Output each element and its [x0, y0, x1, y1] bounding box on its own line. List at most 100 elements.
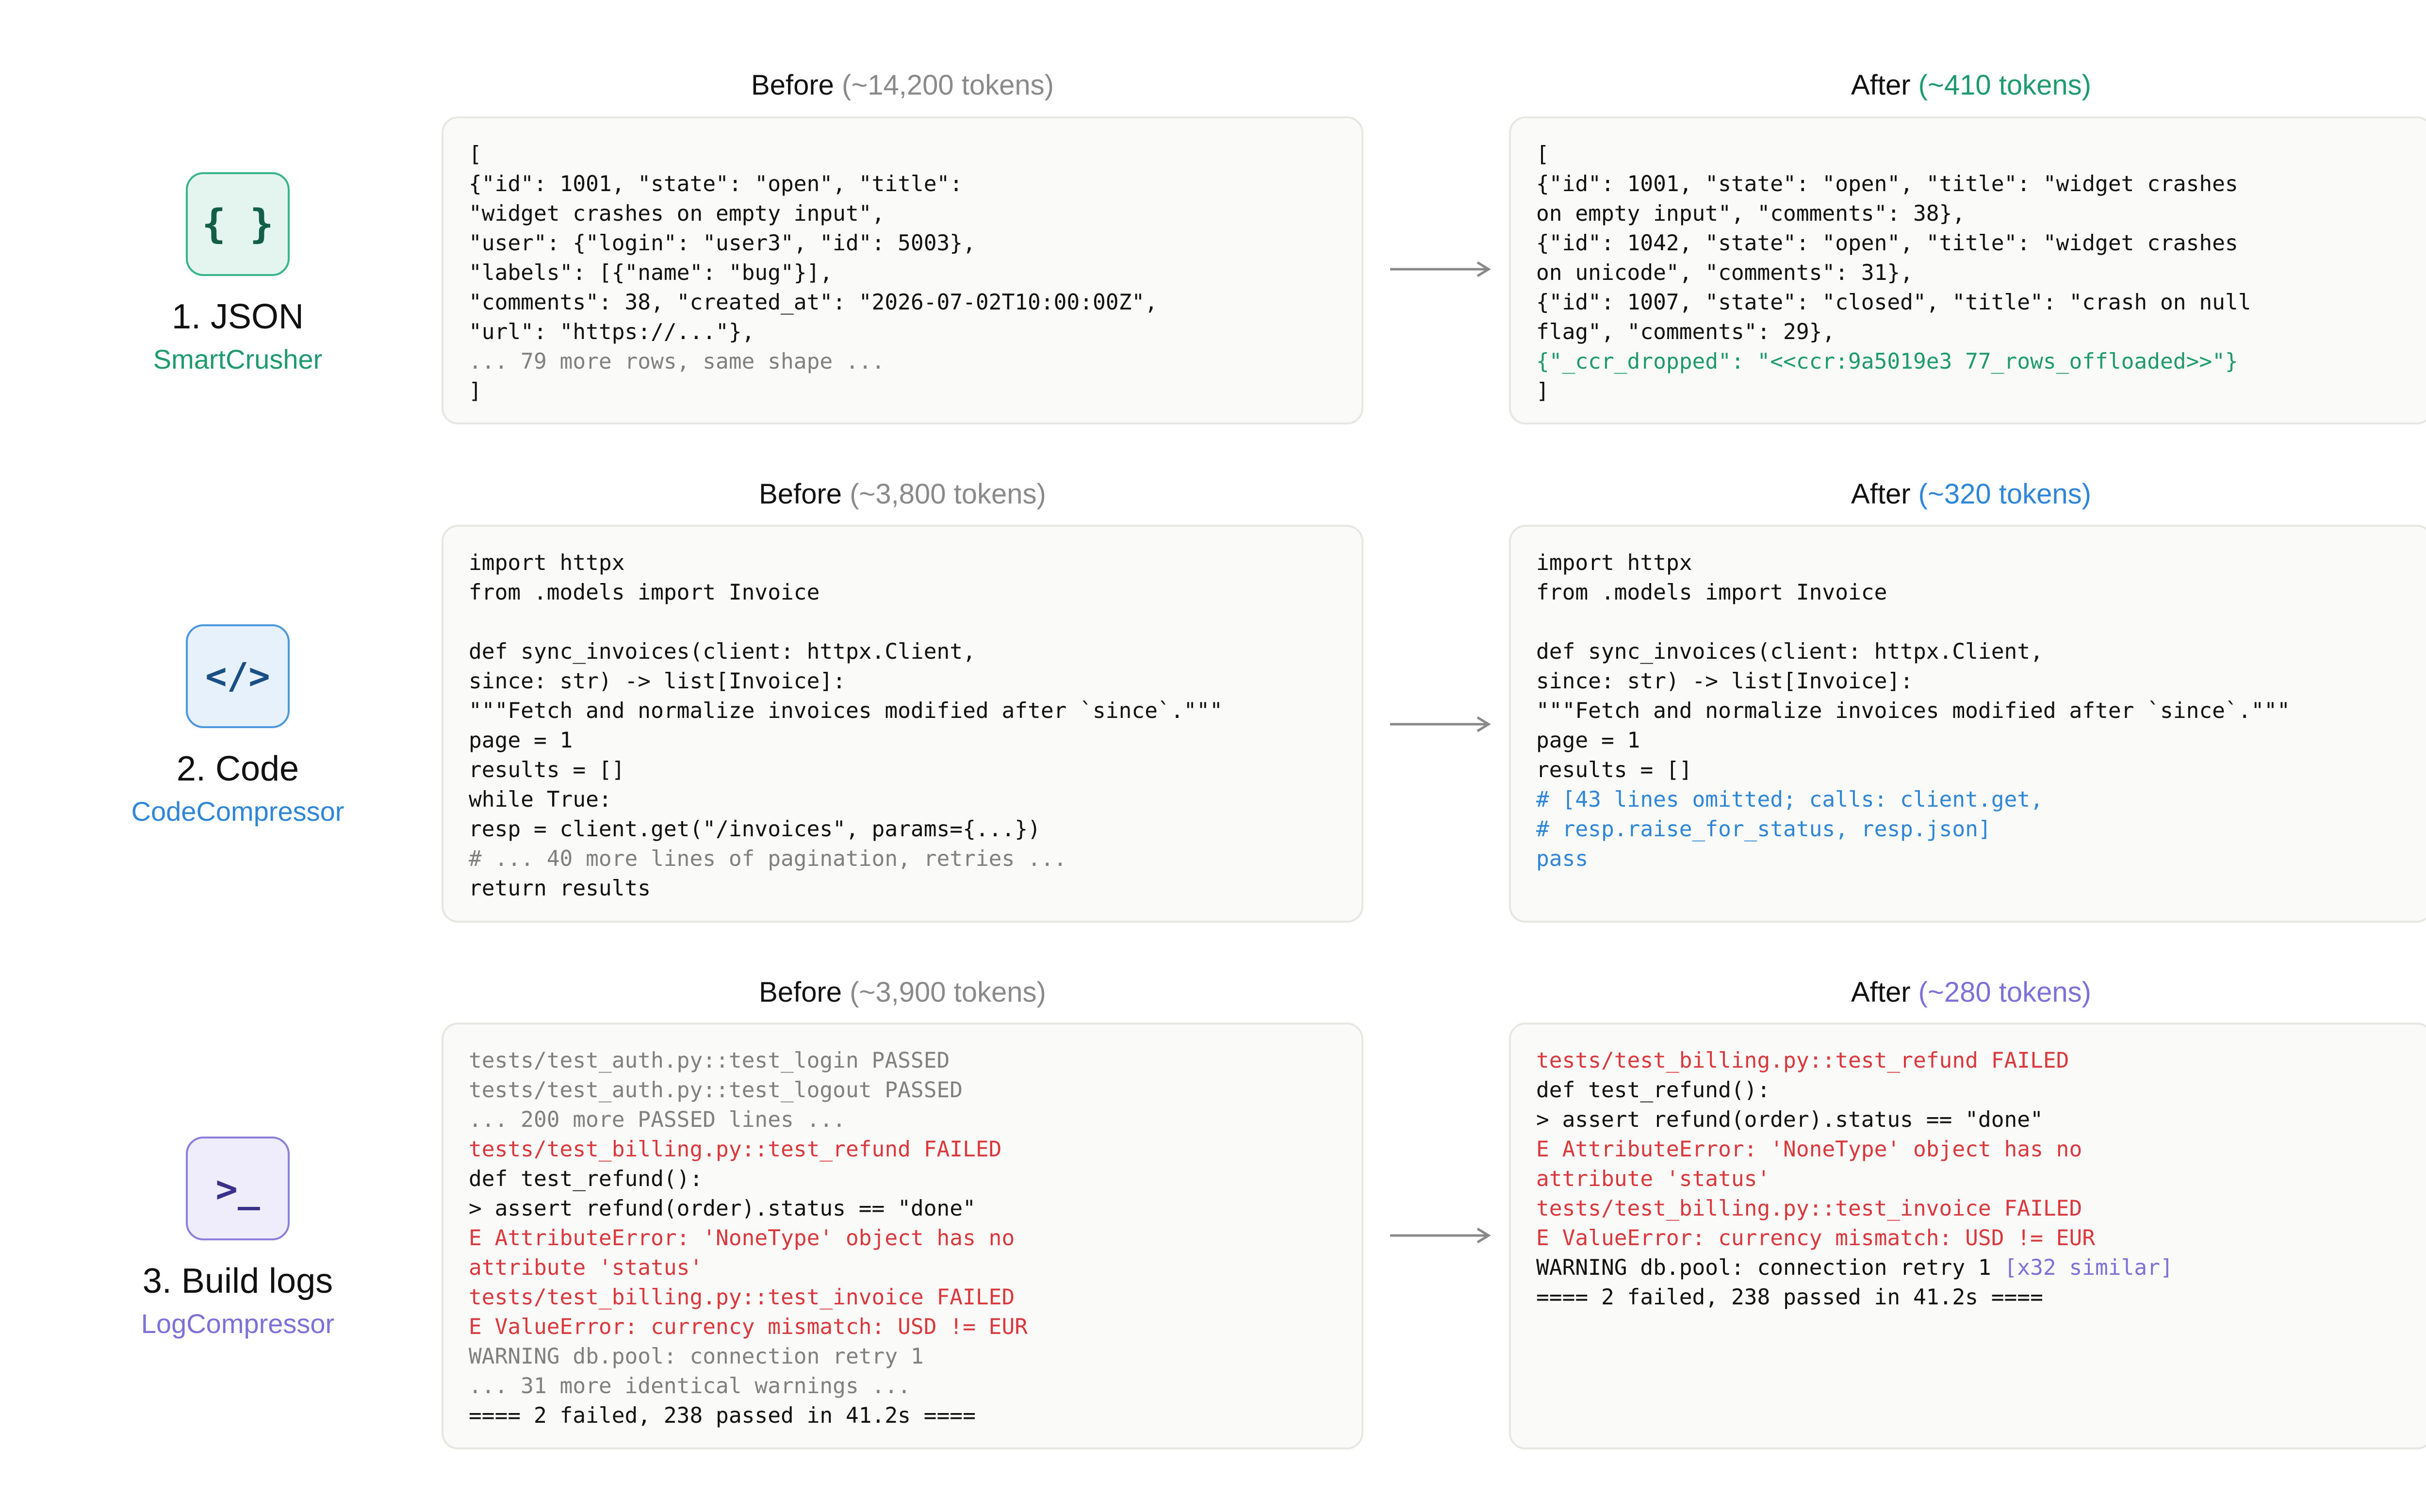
after-code-box: tests/test_billing.py::test_refund FAILE… — [1509, 1023, 2426, 1449]
code-line-text: "widget crashes on empty input", — [469, 201, 885, 226]
code-line-text: {"_ccr_dropped": "<<ccr:9a5019e3 77_rows… — [1536, 349, 2238, 374]
code-line: def test_refund(): — [1536, 1075, 2406, 1105]
code-line: tests/test_billing.py::test_refund FAILE… — [1536, 1046, 2406, 1075]
code-line-text: page = 1 — [1536, 728, 1640, 753]
code-line — [1536, 607, 2406, 637]
code-line-text: on unicode", "comments": 31}, — [1536, 260, 1913, 285]
after-token-count: (~410 tokens) — [1918, 69, 2091, 101]
code-line-text: flag", "comments": 29}, — [1536, 320, 1836, 344]
after-header: After (~320 tokens) — [1509, 480, 2426, 508]
code-line-text: E ValueError: currency mismatch: USD != … — [469, 1315, 1028, 1339]
code-line: def sync_invoices(client: httpx.Client, — [1536, 637, 2406, 667]
step-label-json: { } 1. JSON SmartCrusher — [112, 172, 364, 373]
code-line-text: ... 200 more PASSED lines ... — [469, 1107, 846, 1132]
code-line-text: def sync_invoices(client: httpx.Client, — [469, 639, 976, 664]
code-line-text: # ... 40 more lines of pagination, retri… — [469, 846, 1067, 871]
code-line: ==== 2 failed, 238 passed in 41.2s ==== — [1536, 1283, 2406, 1312]
step-title: 2. Code — [176, 749, 299, 788]
code-line-text: since: str) -> list[Invoice]: — [1536, 669, 1913, 694]
code-line: E AttributeError: 'NoneType' object has … — [469, 1223, 1336, 1253]
step-subtitle: CodeCompressor — [131, 796, 344, 827]
code-line-text: "comments": 38, "created_at": "2026-07-0… — [469, 290, 1158, 315]
before-code-box: [{"id": 1001, "state": "open", "title":"… — [442, 116, 1363, 424]
terminal-prompt-icon: >_ — [186, 1137, 290, 1240]
code-line-text: from .models import Invoice — [469, 580, 820, 605]
code-line: WARNING db.pool: connection retry 1 — [469, 1342, 1336, 1371]
before-label: Before — [751, 69, 834, 101]
code-line: # ... 40 more lines of pagination, retri… — [469, 844, 1336, 874]
code-line: def test_refund(): — [469, 1164, 1336, 1194]
code-line-text: resp = client.get("/invoices", params={.… — [469, 817, 1041, 842]
code-line-text: tests/test_billing.py::test_refund FAILE… — [1536, 1048, 2069, 1073]
code-line-text: on empty input", "comments": 38}, — [1536, 201, 1966, 226]
code-line-text: attribute 'status' — [469, 1255, 703, 1280]
code-line: "url": "https://..."}, — [469, 317, 1336, 347]
code-line: page = 1 — [1536, 726, 2406, 755]
code-line-text: results = [] — [469, 758, 625, 782]
code-line: while True: — [469, 785, 1336, 814]
code-line: attribute 'status' — [1536, 1164, 2406, 1194]
code-line-text: import httpx — [1536, 551, 1692, 575]
code-line: tests/test_billing.py::test_invoice FAIL… — [469, 1283, 1336, 1312]
code-line-text: "url": "https://..."}, — [469, 320, 755, 344]
step-title: 1. JSON — [171, 297, 304, 336]
code-line-text: tests/test_billing.py::test_invoice FAIL… — [469, 1285, 1015, 1310]
code-line-text: tests/test_billing.py::test_refund FAILE… — [469, 1137, 1002, 1162]
arrow-right-icon — [1390, 261, 1491, 277]
code-line: """Fetch and normalize invoices modified… — [469, 696, 1336, 726]
code-line-text: > assert refund(order).status == "done" — [469, 1196, 976, 1221]
code-line-text: "user": {"login": "user3", "id": 5003}, — [469, 231, 976, 256]
code-line: ... 79 more rows, same shape ... — [469, 347, 1336, 376]
code-line: attribute 'status' — [469, 1253, 1336, 1283]
code-line: on empty input", "comments": 38}, — [1536, 199, 2406, 228]
code-line-text: E AttributeError: 'NoneType' object has … — [469, 1226, 1015, 1251]
code-line: import httpx — [1536, 548, 2406, 578]
before-token-count: (~3,900 tokens) — [850, 976, 1046, 1008]
code-line: "widget crashes on empty input", — [469, 199, 1336, 228]
after-code-box: import httpx from .models import Invoice d… — [1509, 525, 2426, 923]
code-line: "comments": 38, "created_at": "2026-07-0… — [469, 288, 1336, 317]
after-code-box: [{"id": 1001, "state": "open", "title": … — [1509, 116, 2426, 424]
code-line: def sync_invoices(client: httpx.Client, — [469, 637, 1336, 667]
code-line: WARNING db.pool: connection retry 1 [x32… — [1536, 1253, 2406, 1283]
code-line: > assert refund(order).status == "done" — [1536, 1105, 2406, 1135]
code-line: on unicode", "comments": 31}, — [1536, 258, 2406, 288]
step-subtitle: SmartCrusher — [153, 344, 323, 374]
code-line: from .models import Invoice — [1536, 578, 2406, 607]
code-line: # [43 lines omitted; calls: client.get, — [1536, 785, 2406, 814]
code-line: {"id": 1001, "state": "open", "title": — [469, 169, 1336, 199]
after-label: After — [1851, 976, 1911, 1008]
code-brackets-icon: </> — [186, 624, 290, 728]
step-title: 3. Build logs — [142, 1262, 333, 1301]
before-header: Before (~3,800 tokens) — [442, 480, 1363, 508]
code-line: tests/test_auth.py::test_login PASSED — [469, 1046, 1336, 1075]
code-line: {"id": 1001, "state": "open", "title": "… — [1536, 169, 2406, 199]
code-line: {"_ccr_dropped": "<<ccr:9a5019e3 77_rows… — [1536, 347, 2406, 376]
code-line-text: from .models import Invoice — [1536, 580, 1887, 605]
before-header: Before (~3,900 tokens) — [442, 978, 1363, 1007]
code-line-text: WARNING db.pool: connection retry 1 — [469, 1344, 924, 1369]
code-line-text: """Fetch and normalize invoices modified… — [1536, 699, 2290, 723]
code-line: results = [] — [1536, 755, 2406, 785]
step-subtitle: LogCompressor — [141, 1308, 335, 1339]
code-line: [ — [1536, 140, 2406, 169]
code-line-text: return results — [469, 876, 651, 901]
code-line: ] — [1536, 376, 2406, 406]
code-line: E ValueError: currency mismatch: USD != … — [1536, 1223, 2406, 1253]
code-line-text: ] — [469, 379, 482, 404]
code-line: ... 31 more identical warnings ... — [469, 1371, 1336, 1401]
code-line: import httpx — [469, 548, 1336, 578]
code-line — [469, 607, 1336, 637]
code-line-text: """Fetch and normalize invoices modified… — [469, 699, 1223, 723]
code-line: tests/test_billing.py::test_invoice FAIL… — [1536, 1194, 2406, 1223]
after-token-count: (~280 tokens) — [1918, 976, 2091, 1008]
arrow-right-icon — [1390, 716, 1491, 732]
code-line: tests/test_billing.py::test_refund FAILE… — [469, 1135, 1336, 1164]
code-line-text: results = [] — [1536, 758, 1692, 782]
code-line: {"id": 1042, "state": "open", "title": "… — [1536, 228, 2406, 258]
code-line-text: # [43 lines omitted; calls: client.get, — [1536, 787, 2043, 812]
arrow-right-icon — [1390, 1227, 1491, 1244]
code-line: E AttributeError: 'NoneType' object has … — [1536, 1135, 2406, 1164]
